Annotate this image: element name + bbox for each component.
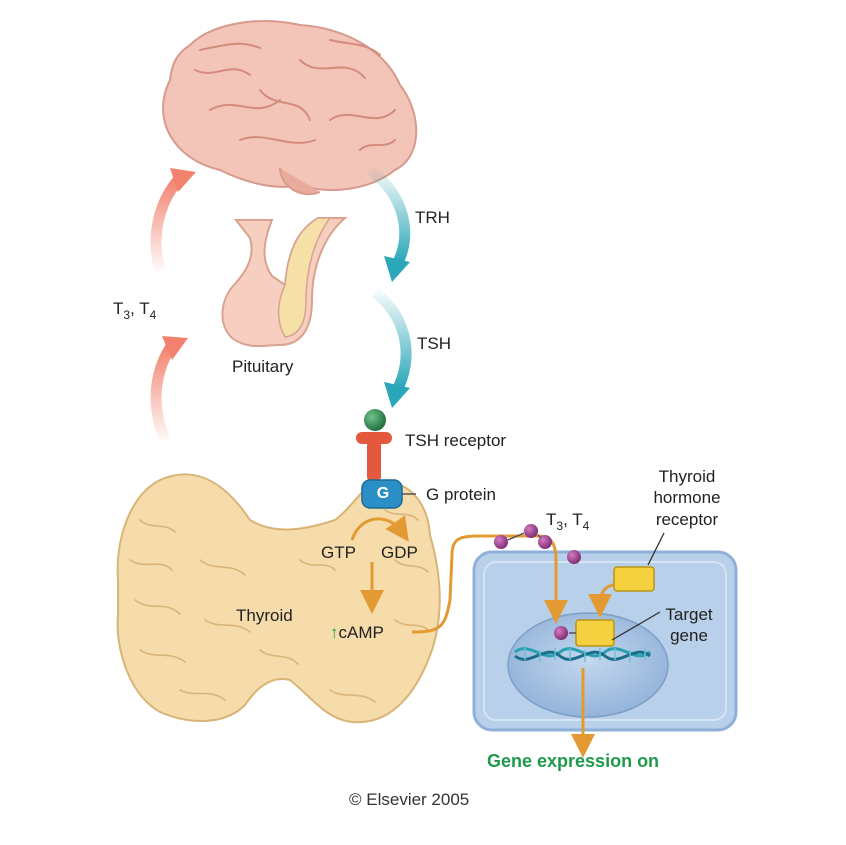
thyroid-label: Thyroid <box>236 606 293 625</box>
camp-label: cAMP <box>338 623 384 642</box>
gtp-label: GTP <box>321 543 356 562</box>
tsh-receptor-icon <box>356 409 392 480</box>
brain-icon <box>162 20 418 196</box>
hormone-molecules <box>494 524 581 564</box>
tsh-arrow <box>371 287 412 408</box>
trh-arrow <box>366 165 411 282</box>
g-protein-label: G protein <box>426 485 496 504</box>
gtp-gdp-conversion <box>350 515 409 614</box>
receptor-leader-line <box>647 532 665 566</box>
target-gene-label: Target gene <box>665 605 713 646</box>
gene-expression-label: Gene expression on <box>487 751 660 771</box>
g-symbol: G <box>376 485 390 502</box>
thyroid-gland-icon <box>116 473 441 724</box>
feedback-arrow-lower <box>150 336 188 443</box>
up-arrow-icon: ↑ <box>330 623 339 642</box>
tsh-label: TSH <box>417 334 451 353</box>
target-gene-leader-line <box>611 611 661 641</box>
thyroid-hormone-receptor-label: Thyroid hormone receptor <box>653 467 721 529</box>
gdp-label: GDP <box>381 543 418 562</box>
copyright-label: © Elsevier 2005 <box>349 790 470 809</box>
tsh-receptor-label: TSH receptor <box>405 431 507 450</box>
feedback-arrow-upper <box>150 168 196 272</box>
t3-t4-hormone-label: T3, T4 <box>546 510 590 533</box>
t3-t4-feedback-label: T3, T4 <box>113 299 157 322</box>
dna-icon <box>514 647 651 662</box>
thyroid-hormone-receptor-box <box>613 566 655 592</box>
pituitary-icon <box>221 217 348 347</box>
trh-label: TRH <box>415 208 450 227</box>
receptor-on-gene-box <box>554 619 615 647</box>
g-protein-icon <box>361 479 416 509</box>
pituitary-label: Pituitary <box>232 357 294 376</box>
camp-label-group: ↑cAMP <box>330 624 384 641</box>
